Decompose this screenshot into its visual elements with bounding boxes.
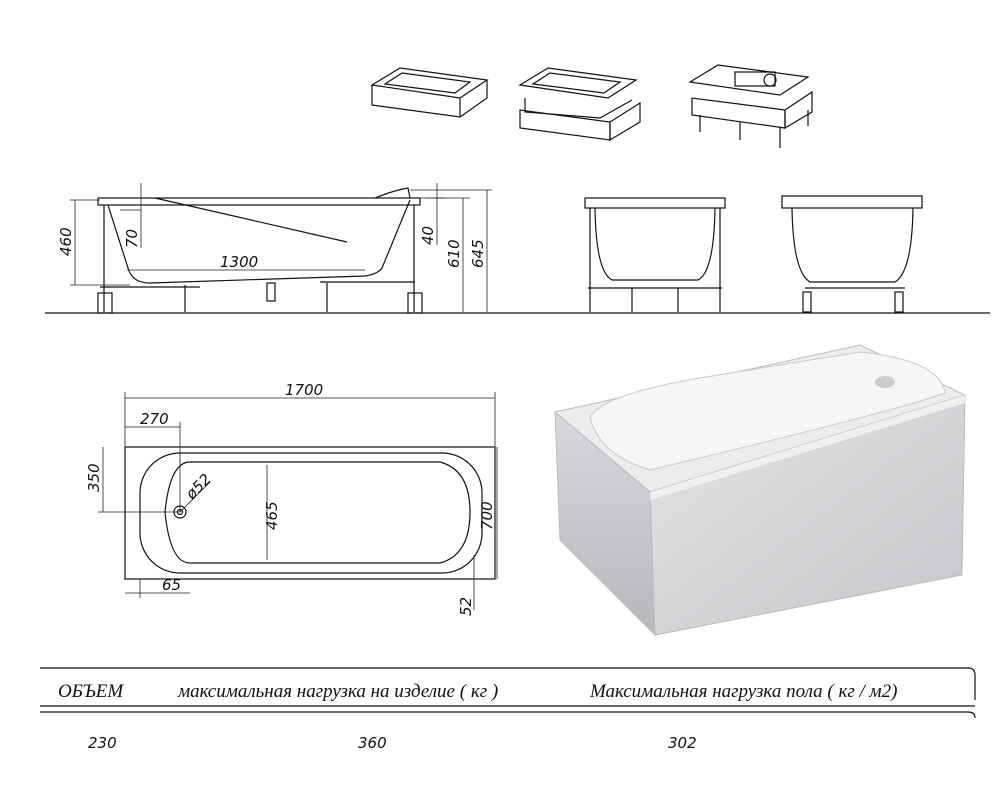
end-elevation-with-frame (584, 197, 726, 312)
end-elevation-with-panel (781, 195, 923, 313)
dim-edge-offset: 65 (162, 576, 181, 594)
dim-height-rim: 610 (445, 239, 463, 268)
dim-rim: 40 (419, 226, 437, 245)
dim-width: 700 (478, 501, 496, 530)
dim-drain-diameter: ø52 (181, 470, 214, 503)
header-volume: ОБЪЕМ (58, 681, 124, 702)
dim-inner-width: 465 (263, 501, 281, 530)
value-max-load-floor: 302 (668, 734, 697, 752)
bathtub-3d-render (553, 344, 967, 637)
header-max-load-floor: Максимальная нагрузка пола ( кг / м2) (589, 681, 897, 702)
dim-headrest: 70 (123, 229, 141, 248)
dim-height-total: 645 (469, 239, 487, 268)
spec-table: ОБЪЕМ максимальная нагрузка на изделие (… (40, 667, 976, 752)
dim-length: 1700 (285, 381, 323, 399)
top-plan-view: 1700 270 350 ø52 465 700 65 52 (85, 381, 498, 616)
dim-depth: 460 (57, 227, 75, 256)
dim-drain-side: 350 (85, 463, 103, 492)
dim-edge-width: 52 (457, 597, 475, 616)
header-max-load-product: максимальная нагрузка на изделие ( кг ) (177, 681, 498, 702)
install-option-bare-tub (370, 67, 489, 118)
value-max-load-product: 360 (358, 734, 387, 752)
side-elevation-view: 460 70 1300 40 610 645 (45, 183, 990, 314)
dim-bottom-length: 1300 (220, 253, 258, 271)
install-option-tub-with-panel (518, 67, 641, 142)
value-volume: 230 (88, 734, 117, 752)
install-option-tub-with-panel-frame (688, 64, 813, 148)
dim-drain-offset: 270 (140, 410, 169, 428)
